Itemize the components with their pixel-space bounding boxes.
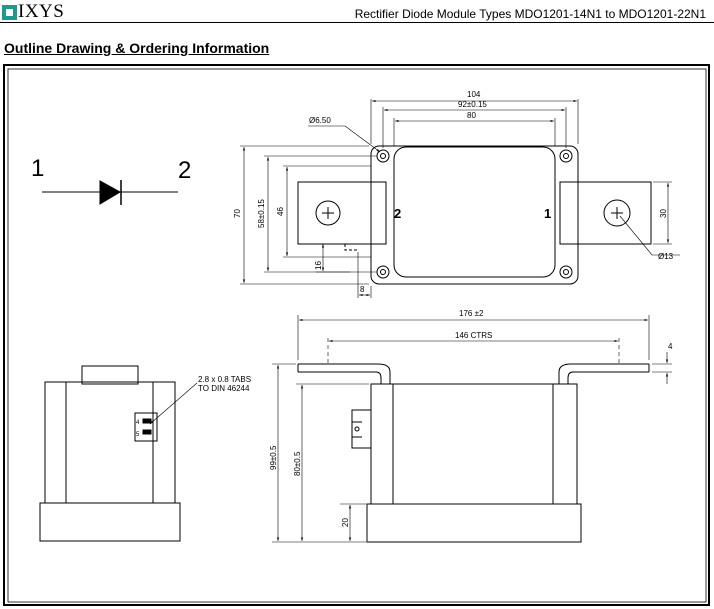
brand-name: IXYS <box>18 1 65 22</box>
dim-58: 58±0.15 <box>257 199 266 228</box>
symbol-label-2: 2 <box>178 157 191 184</box>
page-header: IXYS Rectifier Diode Module Types MDO120… <box>0 0 714 24</box>
dim-20: 20 <box>341 518 350 527</box>
document-title: Rectifier Diode Module Types MDO1201-14N… <box>354 7 706 21</box>
mounting-holes <box>376 149 573 279</box>
inner-frame <box>7 68 707 603</box>
dim-80-front: 80±0.5 <box>293 451 302 476</box>
dim-176: 176 ±2 <box>459 309 484 318</box>
top-view: 2 1 104 92±0.15 80 Ø6.50 70 58±0.15 <box>233 90 680 298</box>
hole-small-label: Ø6.50 <box>309 116 331 125</box>
dim-4: 4 <box>668 342 673 351</box>
symbol-label-1: 1 <box>31 155 44 182</box>
side-view: 4 5 2.8 x 0.8 TABS TO DIN 46244 <box>39 365 251 542</box>
dim-30: 30 <box>659 209 668 218</box>
dim-146: 146 CTRS <box>455 331 492 340</box>
tabs-note-line2: TO DIN 46244 <box>198 384 250 393</box>
dim-46: 46 <box>276 207 285 216</box>
section-title: Outline Drawing & Ordering Information <box>4 40 270 56</box>
dim-8: 8 <box>360 285 365 294</box>
dim-104: 104 <box>467 90 481 99</box>
dim-70: 70 <box>233 209 242 218</box>
dim-80-top: 80 <box>467 111 476 120</box>
logo-square-icon <box>2 4 17 20</box>
dim-92: 92±0.15 <box>458 100 487 109</box>
drawing-frame <box>3 64 710 606</box>
ixys-logo: IXYS <box>2 2 64 22</box>
header-rule <box>0 22 714 23</box>
terminal-label-1: 1 <box>544 206 551 221</box>
tabs-note-line1: 2.8 x 0.8 TABS <box>198 375 251 384</box>
diode-symbol: 1 2 <box>31 155 191 205</box>
tab-label-4: 4 <box>136 420 140 426</box>
dim-16: 16 <box>314 261 323 270</box>
hole-large-label: Ø13 <box>658 252 674 261</box>
tab-label-5: 5 <box>136 432 140 438</box>
dim-99: 99±0.5 <box>269 445 278 470</box>
front-view: 176 ±2 146 CTRS 4 99±0.5 80±0.5 20 <box>269 309 673 543</box>
terminal-label-2: 2 <box>394 206 401 221</box>
